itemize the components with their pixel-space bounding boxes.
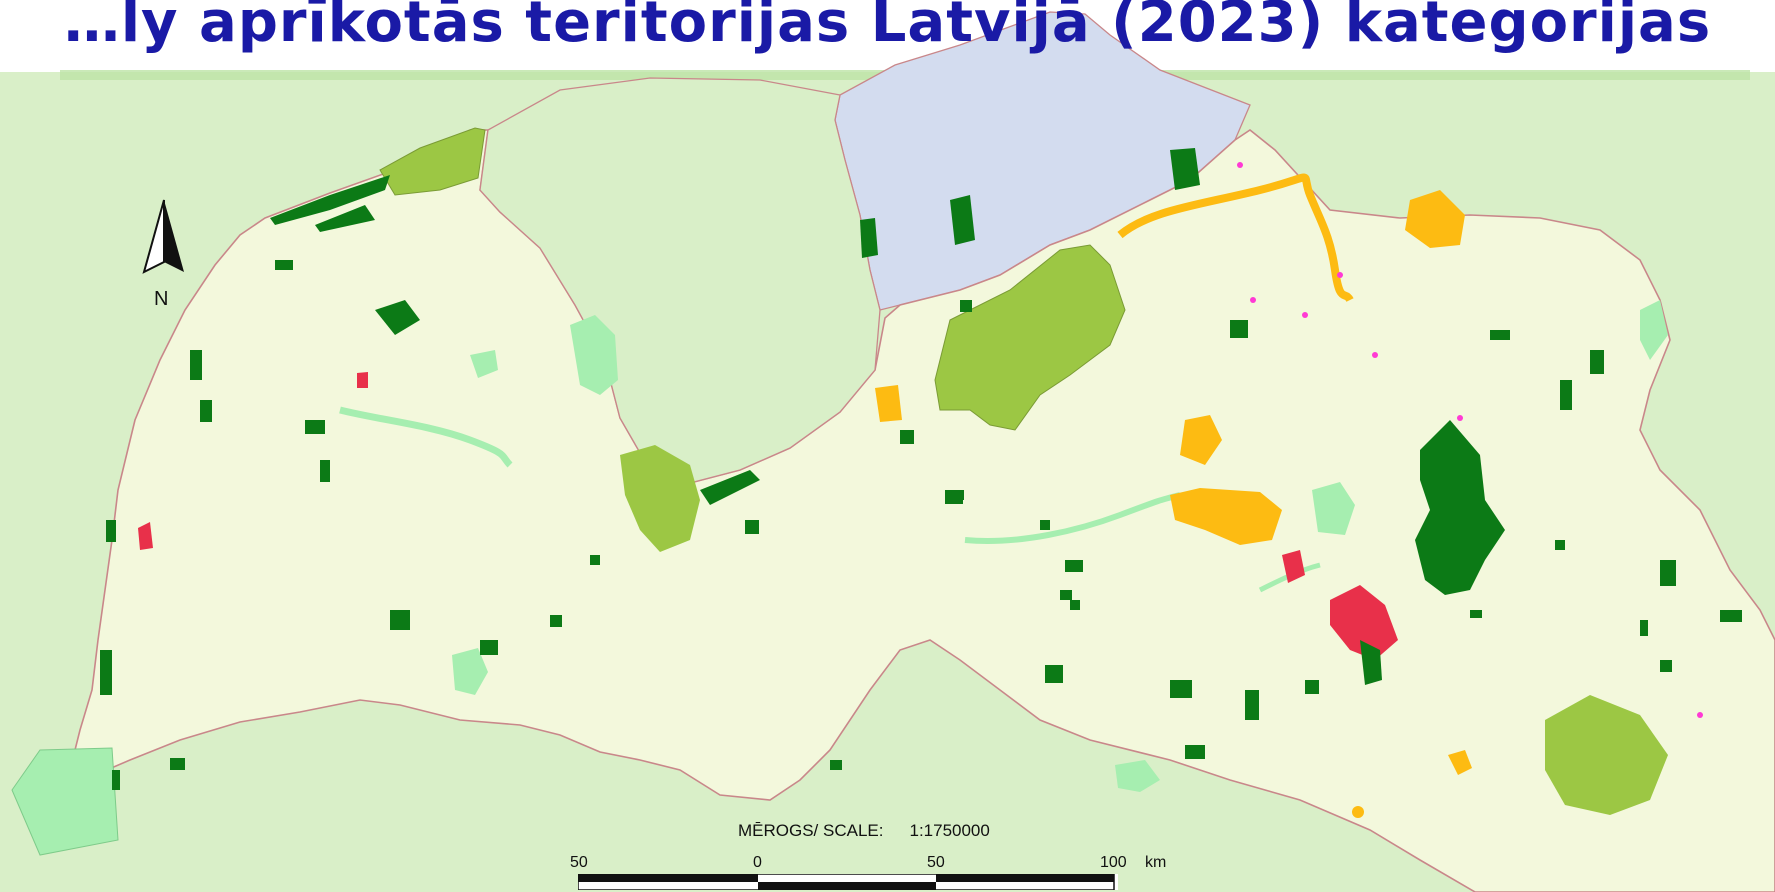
scale-tick-1: 0	[753, 854, 762, 871]
protected-landscape-6	[470, 350, 498, 378]
national-park-kemeri	[620, 445, 700, 552]
scale-tick-3: 100	[1100, 854, 1127, 871]
nature-reserves	[100, 148, 1742, 790]
restricted-area-2	[1282, 550, 1305, 583]
nature-park-5	[1448, 750, 1472, 775]
protected-landscape-sw	[11, 747, 119, 856]
protected-corridor-2	[964, 492, 1181, 544]
nature-park-3	[875, 385, 902, 422]
scale-unit: km	[1145, 854, 1167, 871]
micro-reserves	[1237, 162, 1703, 718]
restricted-area-3	[138, 522, 153, 550]
scale-ratio: 1:1750000	[909, 821, 990, 840]
scale-title: MĒROGS/ SCALE:	[738, 821, 884, 840]
scale-label: MĒROGS/ SCALE: 1:1750000	[738, 821, 1016, 841]
protected-landscape-4	[1640, 300, 1668, 360]
north-label: N	[154, 288, 169, 310]
nature-park-2	[1180, 415, 1222, 465]
gulf-of-riga	[479, 77, 881, 484]
nature-park-6	[1352, 806, 1364, 818]
protected-landscape-2	[452, 648, 488, 695]
scale-tick-0: 50	[570, 854, 588, 871]
restricted-area-1	[1330, 585, 1398, 660]
page-title: …ly aprīkotās teritorijas Latvijā (2023)…	[63, 0, 1712, 55]
scale-bar	[578, 874, 1118, 890]
protected-corridor-1	[339, 406, 513, 468]
nature-park-river	[1117, 173, 1354, 303]
north-arrow-icon	[142, 199, 184, 274]
national-park-razna	[1545, 695, 1668, 815]
scale-tick-2: 50	[927, 854, 945, 871]
protected-landscape-5	[1115, 760, 1160, 792]
national-park-slitere	[379, 127, 486, 196]
restricted-area-4	[357, 372, 368, 388]
nature-park-4	[1405, 190, 1465, 248]
national-park-gauja	[934, 244, 1126, 431]
protected-landscape-3	[1312, 482, 1355, 535]
protected-landscape-1	[570, 315, 618, 395]
nature-park-1	[1170, 488, 1282, 545]
